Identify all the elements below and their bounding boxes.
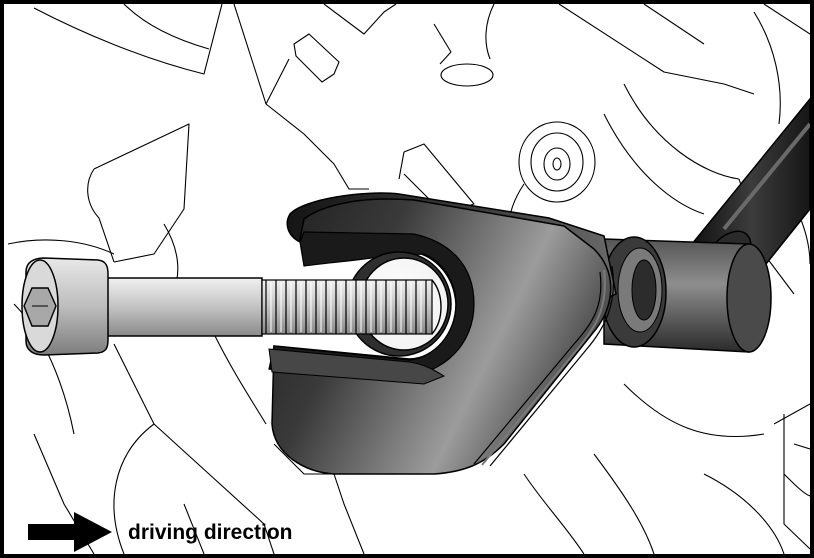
joint-hub — [601, 236, 772, 353]
hex-socket-bolt — [21, 257, 433, 356]
driving-direction-caption: driving direction — [28, 512, 293, 552]
hex-socket-icon — [23, 287, 57, 327]
right-arrow-icon — [28, 512, 112, 552]
driving-direction-label: driving direction — [128, 520, 293, 544]
assembly-illustration — [7, 4, 810, 554]
bolt-thread — [261, 279, 433, 335]
